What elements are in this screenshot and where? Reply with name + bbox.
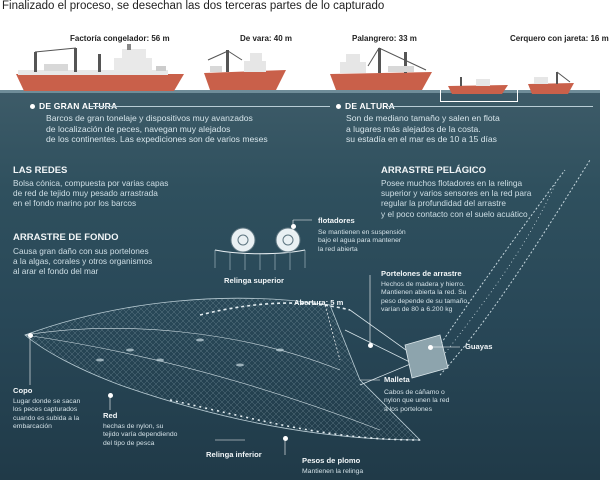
headline-rope (199, 302, 351, 316)
warps-label: Guayas (465, 342, 493, 351)
waterline (0, 90, 600, 93)
headline-label: Relinga superior (224, 276, 284, 285)
high-seas-text: Barcos de gran tonelaje y dispositivos m… (46, 113, 268, 144)
callout-dot-icon (428, 345, 433, 350)
bottom-trawl-text: Causa gran daño con sus portelones a la … (13, 246, 153, 277)
callout-dot-icon (283, 436, 288, 441)
ship-label-factory: Factoría congelador: 56 m (70, 34, 170, 43)
offshore-text: Son de mediano tamaño y salen en flota a… (346, 113, 500, 144)
codend-description: Lugar donde se sacan los peces capturado… (13, 398, 81, 431)
longliner-icon (328, 46, 434, 92)
netting-label: Red (103, 411, 118, 420)
net-body (24, 297, 421, 441)
warp-line (439, 184, 556, 361)
bottom-trawl-heading: ARRASTRE DE FONDO (13, 232, 119, 243)
callout-dot-icon (368, 343, 373, 348)
otter-boards-description: Hechos de madera y hierro. Mantienen abi… (381, 281, 470, 314)
pelagic-text: Posee muchos flotadores en la relinga su… (381, 178, 532, 219)
ship-label-longliner: Palangrero: 33 m (352, 34, 417, 43)
ship-label-beam-trawler: De vara: 40 m (240, 34, 293, 43)
opening-label: Abertura: 5 m (294, 298, 344, 307)
divider-line (388, 106, 593, 107)
bridles-description: Cabos de cáñamo o nylon que unen la red … (384, 389, 450, 413)
floats-description: Se mantienen en suspensión bajo el agua … (318, 229, 406, 253)
offshore-heading: DE ALTURA (336, 101, 395, 111)
pelagic-heading: ARRASTRE PELÁGICO (381, 165, 487, 176)
ship-label-purse-seiner: Cerquero con jareta: 16 m (510, 34, 609, 43)
nets-heading: LAS REDES (13, 165, 68, 176)
factory-ship-icon (14, 44, 190, 94)
callout-dot-icon (28, 333, 33, 338)
high-seas-heading: DE GRAN ALTURA (30, 101, 117, 111)
otter-board (404, 334, 449, 379)
small-trawler-icon (446, 76, 510, 96)
bridles-label: Malleta (384, 375, 410, 384)
floats-label: flotadores (318, 216, 355, 225)
weights-label: Pesos de plomo (302, 456, 361, 465)
divider-line (90, 106, 330, 107)
weights-description: Mantienen la relinga (302, 468, 364, 475)
footrope-label: Relinga inferior (206, 450, 262, 459)
bullet-dot-icon (336, 104, 341, 110)
purse-seiner-icon (526, 71, 576, 96)
warp-line (439, 159, 591, 376)
footrope (169, 399, 421, 441)
bullet-dot-icon (30, 104, 35, 110)
codend-label: Copo (13, 386, 33, 395)
nets-text: Bolsa cónica, compuesta por varias capas… (13, 178, 169, 209)
highlight-frame (440, 68, 518, 102)
netting-description: hechas de nylon, su tejido varía dependi… (103, 423, 178, 447)
callout-dot-icon (291, 224, 296, 229)
top-caption: Finalizado el proceso, se desechan las d… (2, 0, 385, 12)
float-detail-icon (214, 227, 306, 270)
trawl-net-illustration (24, 159, 591, 455)
warp-line (429, 169, 566, 361)
otter-boards-label: Portelones de arrastre (381, 269, 462, 278)
beam-trawler-icon (202, 48, 288, 92)
callout-dot-icon (108, 393, 113, 398)
